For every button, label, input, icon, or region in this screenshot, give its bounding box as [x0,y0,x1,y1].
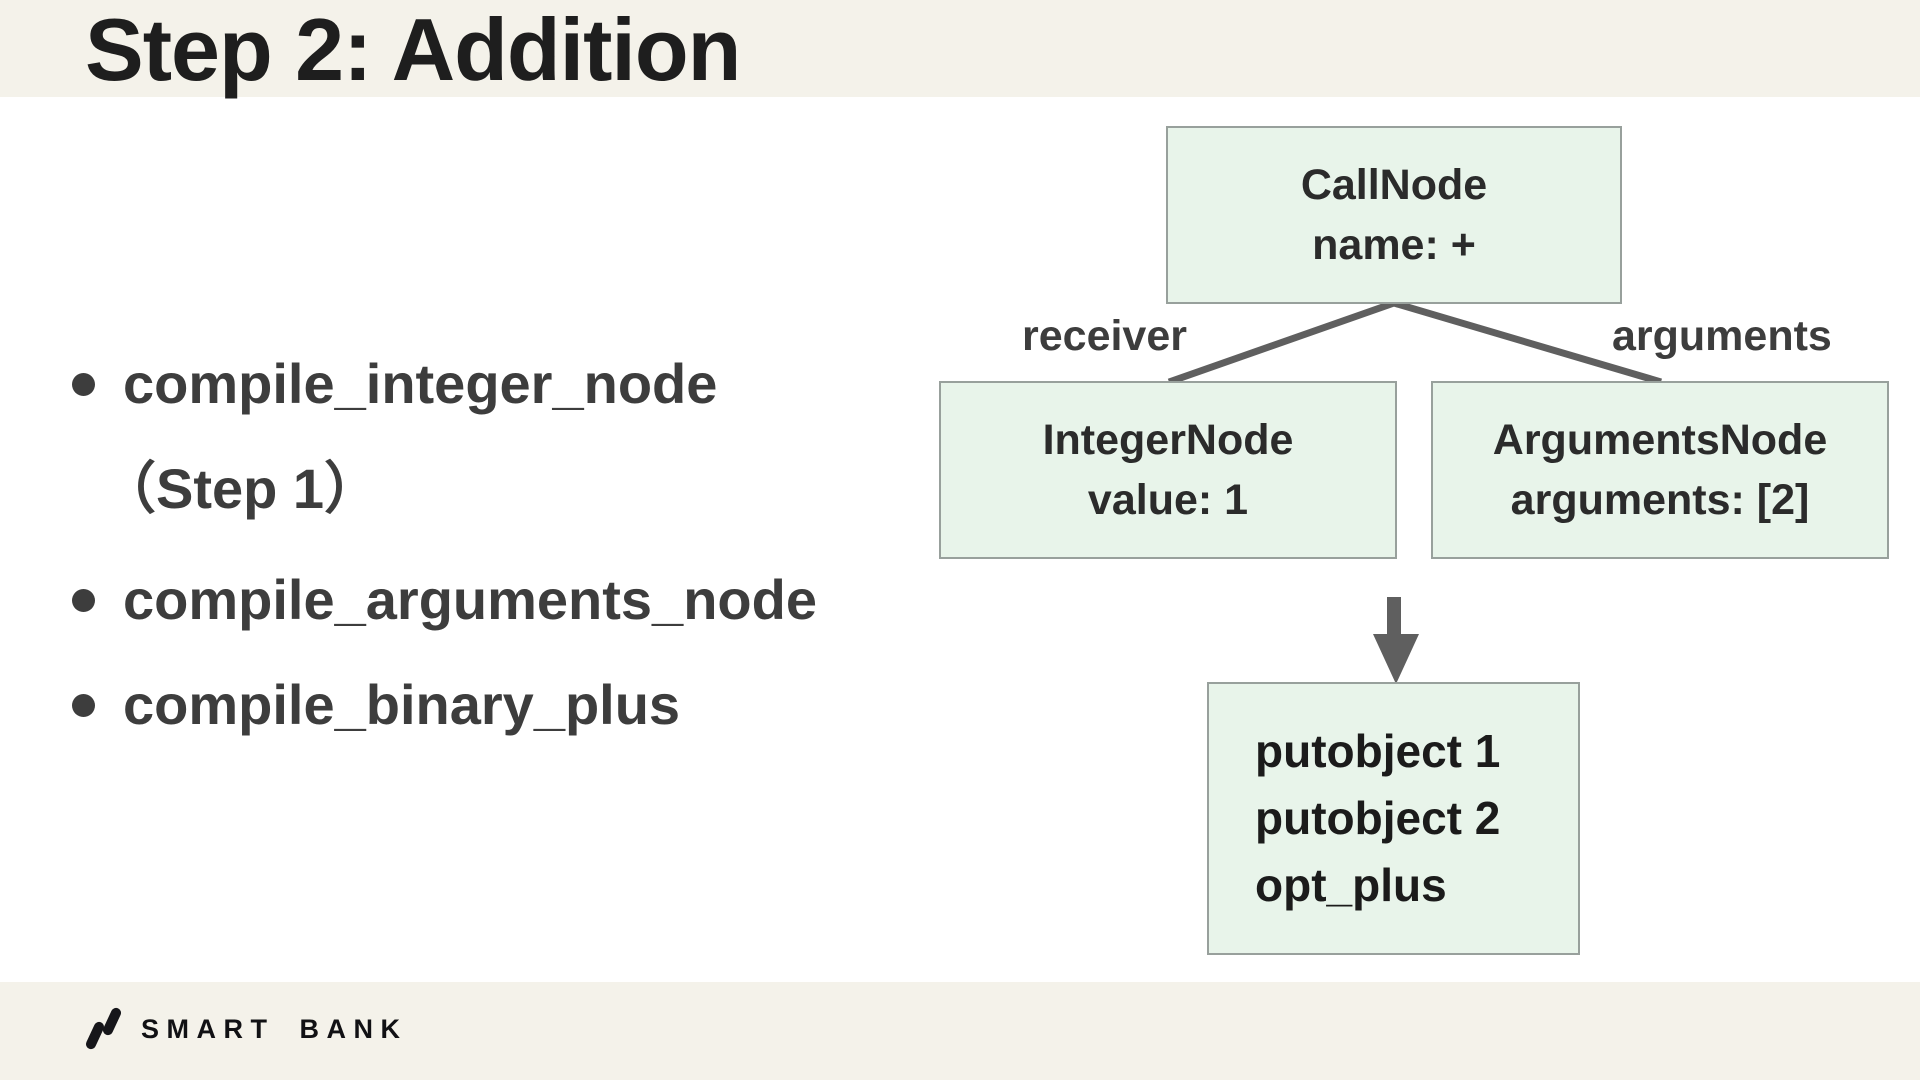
bullet-dot-icon [72,588,95,612]
bullet-label: compile_binary_plus [123,673,681,736]
node-title: CallNode [1300,161,1488,209]
bullet-label: compile_arguments_node [123,568,817,631]
edge-label-receiver: receiver [1022,312,1187,360]
bullet-dot-icon [72,372,95,396]
smartbank-wordmark: SMART BANK [141,1014,408,1044]
edge-label-arguments: arguments [1612,312,1832,360]
bullet-item-continuation: （Step 1） [100,456,380,522]
node-attr: name: + [1312,221,1476,269]
bytecode-line: putobject 2 [1255,792,1501,844]
footer-band [0,982,1920,1080]
bytecode-line: opt_plus [1255,859,1447,911]
bullet-label: compile_integer_node [123,352,718,415]
node-integernode: IntegerNode value: 1 [939,381,1397,559]
bullet-item: compile_arguments_node [72,567,817,633]
bullet-item: compile_binary_plus [72,672,680,738]
edge-receiver-line [1167,299,1662,386]
node-title: IntegerNode [1042,416,1294,464]
node-bytecode: putobject 1 putobject 2 opt_plus [1207,682,1580,955]
node-attr: arguments: [2] [1510,476,1810,524]
page-title: Step 2: Addition [85,0,741,99]
bytecode-line: putobject 1 [1255,725,1501,777]
arrow-down-icon [1373,597,1419,684]
node-attr: value: 1 [1087,476,1249,524]
node-argumentsnode: ArgumentsNode arguments: [2] [1431,381,1889,559]
node-callnode: CallNode name: + [1166,126,1622,304]
bullet-dot-icon [72,693,95,717]
bullet-item: compile_integer_node [72,351,717,417]
node-title: ArgumentsNode [1492,416,1828,464]
bullet-note: （Step 1） [100,457,381,520]
title-band [0,0,1920,97]
